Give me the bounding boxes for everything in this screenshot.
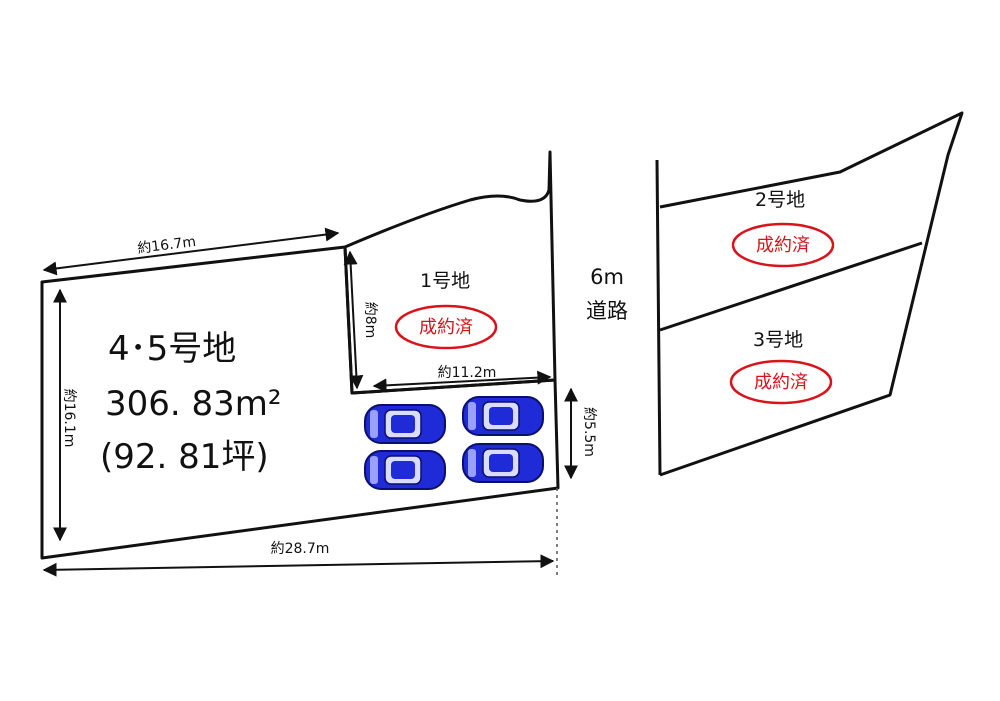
lot-3-sold-oval (729, 359, 833, 405)
dim-parking-label: 約5.5m (581, 407, 597, 457)
lot-2-name: 2号地 (755, 189, 805, 211)
lot-45-area-m2: 306. 83m² (105, 384, 282, 424)
car-icon (364, 450, 446, 490)
dim-left-label: 約16.1m (61, 389, 77, 448)
road-width: 6m (590, 265, 624, 289)
dim-top-left-label: 約16.7m (137, 234, 197, 257)
lot-3-status: 成約済 (754, 372, 808, 393)
car-icon (462, 396, 544, 436)
lot-23-boundary (659, 111, 964, 477)
road-right-edge (655, 159, 662, 476)
dim-lot1-bottom-arrow (372, 370, 552, 393)
lot-45-area-tsubo: (92. 81坪) (100, 437, 269, 477)
dim-bottom-arrow (42, 554, 555, 577)
lot-1-status: 成約済 (419, 317, 473, 338)
lot-3-name: 3号地 (753, 329, 803, 351)
lot-2-sold-oval (731, 222, 835, 268)
lot-2-status: 成約済 (756, 235, 810, 256)
lot-1-sold-oval (394, 304, 498, 350)
lot-1-boundary (343, 150, 557, 395)
car-icon (462, 443, 544, 483)
lot-2-3-divider (659, 241, 923, 332)
lot-45-name: 4･5号地 (108, 329, 236, 369)
lot-1-name: 1号地 (420, 270, 470, 292)
dim-lot1-bottom-label: 約11.2m (438, 365, 497, 381)
dim-bottom-label: 約28.7m (271, 541, 330, 557)
dim-lot1-side-arrow (343, 250, 364, 390)
dim-top-left-arrow (42, 227, 340, 276)
road-label: 道路 (586, 299, 628, 323)
dim-lot1-side-label: 約8m (362, 302, 378, 339)
car-icon (364, 404, 446, 444)
